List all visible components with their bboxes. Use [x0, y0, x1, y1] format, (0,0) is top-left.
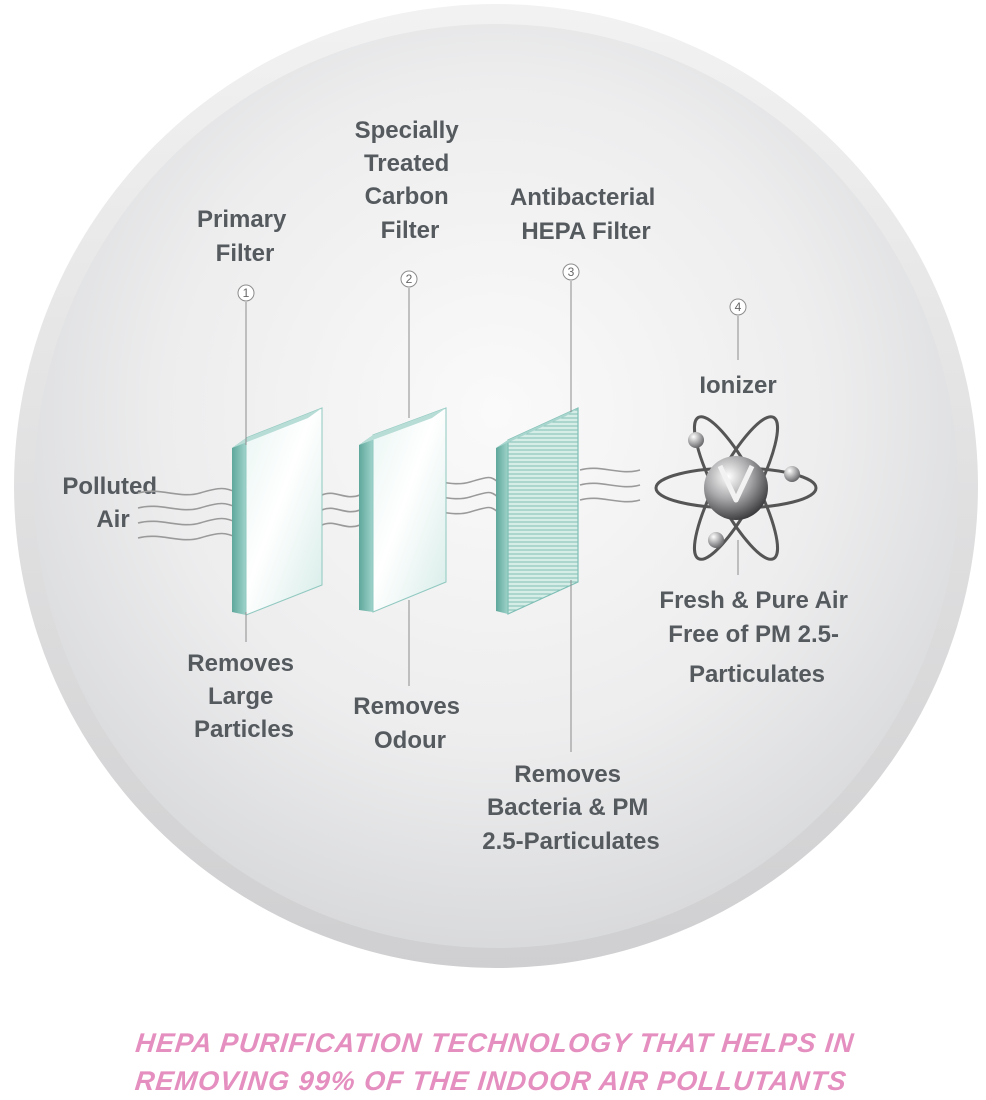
- stage-3-name: Antibacterial HEPA Filter: [510, 184, 662, 245]
- caption-line-1: HEPA PURIFICATION TECHNOLOGY THAT HELPS …: [134, 1028, 856, 1058]
- stage-4-effect: Fresh & Pure Air Free of PM 2.5- Particu…: [659, 587, 854, 688]
- stage-4-marker: 4: [729, 298, 747, 575]
- stage-1-number: 1: [243, 286, 250, 300]
- hepa-filter-panel: [496, 407, 579, 615]
- polluted-air-label: Polluted Air: [62, 473, 163, 533]
- primary-filter-panel: [232, 407, 323, 616]
- stage-4-name: Ionizer: [699, 372, 776, 399]
- air-purification-diagram: Polluted Air: [14, 4, 978, 968]
- stage-3-effect: Removes Bacteria & PM 2.5-Particulates: [482, 761, 659, 855]
- stage-2-number: 2: [406, 272, 413, 286]
- stage-1-name: Primary Filter: [197, 206, 293, 267]
- stage-2-effect: Removes Odour: [353, 693, 466, 754]
- stage-3-number: 3: [568, 265, 575, 279]
- stage-4-number: 4: [735, 300, 742, 314]
- technology-caption: HEPA PURIFICATION TECHNOLOGY THAT HELPS …: [0, 1024, 986, 1100]
- stage-3-marker: 3: [562, 263, 580, 752]
- stage-2-marker: 2: [400, 270, 418, 686]
- stage-1-marker: 1: [237, 284, 255, 642]
- stage-1-effect: Removes Large Particles: [187, 650, 300, 743]
- ionizer-atom-icon: [654, 415, 818, 561]
- caption-line-2: REMOVING 99% OF THE INDOOR AIR POLLUTANT…: [133, 1066, 849, 1096]
- carbon-filter-panel: [359, 407, 447, 613]
- stage-2-name: Specially Treated Carbon Filter: [355, 117, 466, 244]
